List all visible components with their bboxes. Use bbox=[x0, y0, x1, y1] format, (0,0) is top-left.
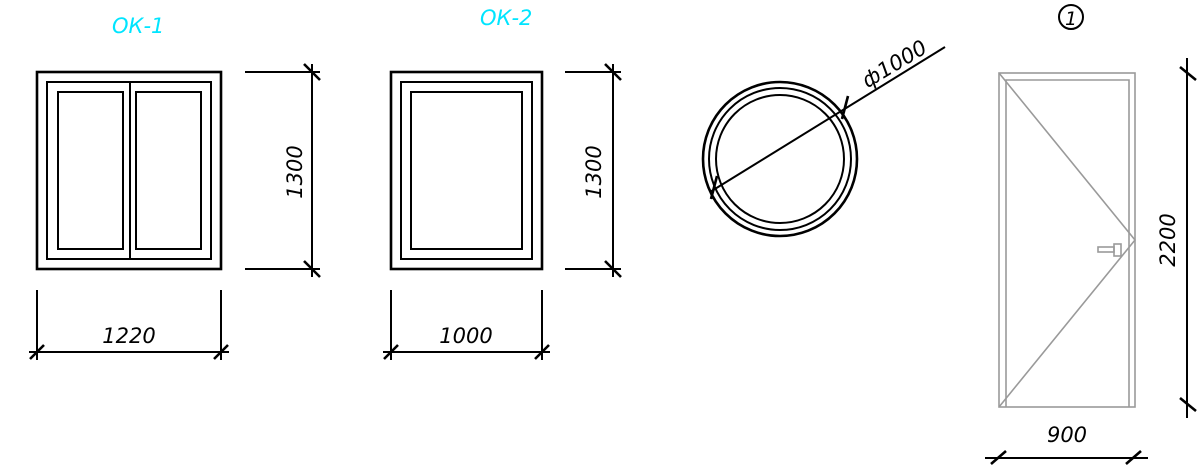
door-swing-lines bbox=[998, 72, 1137, 408]
door-frame bbox=[998, 72, 1136, 408]
round-window: ф1000 bbox=[701, 35, 946, 238]
window-ok2: ОК-2 1300 1000 bbox=[383, 6, 622, 360]
window-ok2-label: ОК-2 bbox=[480, 6, 532, 30]
door-width-dimension: 900 bbox=[985, 423, 1148, 465]
door-handle-icon bbox=[1097, 243, 1122, 257]
window-ok2-outer-frame bbox=[389, 70, 544, 271]
door-marker-circle bbox=[1058, 4, 1084, 30]
door-height-text: 2200 bbox=[1156, 213, 1180, 266]
door-height-dimension: 2200 bbox=[1156, 58, 1197, 418]
round-window-middle-ring bbox=[708, 87, 852, 231]
window-ok2-height-text: 1300 bbox=[582, 145, 606, 198]
window-ok1-outer-frame bbox=[35, 70, 223, 271]
window-ok1-height-dimension: 1300 bbox=[245, 63, 321, 278]
window-ok1-label: ОК-1 bbox=[112, 14, 164, 38]
round-window-diameter-text: ф1000 bbox=[858, 35, 932, 92]
window-ok1-width-dimension: 1220 bbox=[29, 290, 229, 360]
window-ok1-width-text: 1220 bbox=[102, 324, 155, 348]
window-ok1-height-text: 1300 bbox=[283, 145, 307, 198]
window-ok1-sash-left bbox=[57, 91, 124, 250]
window-ok1: ОК-1 1300 1220 bbox=[29, 14, 321, 360]
door-width-text: 900 bbox=[1047, 423, 1087, 447]
round-window-inner-ring bbox=[715, 94, 845, 224]
door: 1 2200 900 bbox=[985, 4, 1197, 465]
window-ok2-width-text: 1000 bbox=[439, 324, 492, 348]
window-ok1-sash-right bbox=[135, 91, 202, 250]
window-ok2-width-dimension: 1000 bbox=[383, 290, 550, 360]
door-marker: 1 bbox=[1058, 4, 1084, 30]
door-marker-number: 1 bbox=[1065, 8, 1077, 30]
round-window-outer-ring bbox=[701, 80, 859, 238]
window-ok2-height-dimension: 1300 bbox=[565, 63, 622, 278]
window-ok2-inner-frame bbox=[400, 81, 533, 260]
window-ok2-sash bbox=[410, 91, 523, 250]
door-leaf bbox=[1005, 79, 1130, 407]
